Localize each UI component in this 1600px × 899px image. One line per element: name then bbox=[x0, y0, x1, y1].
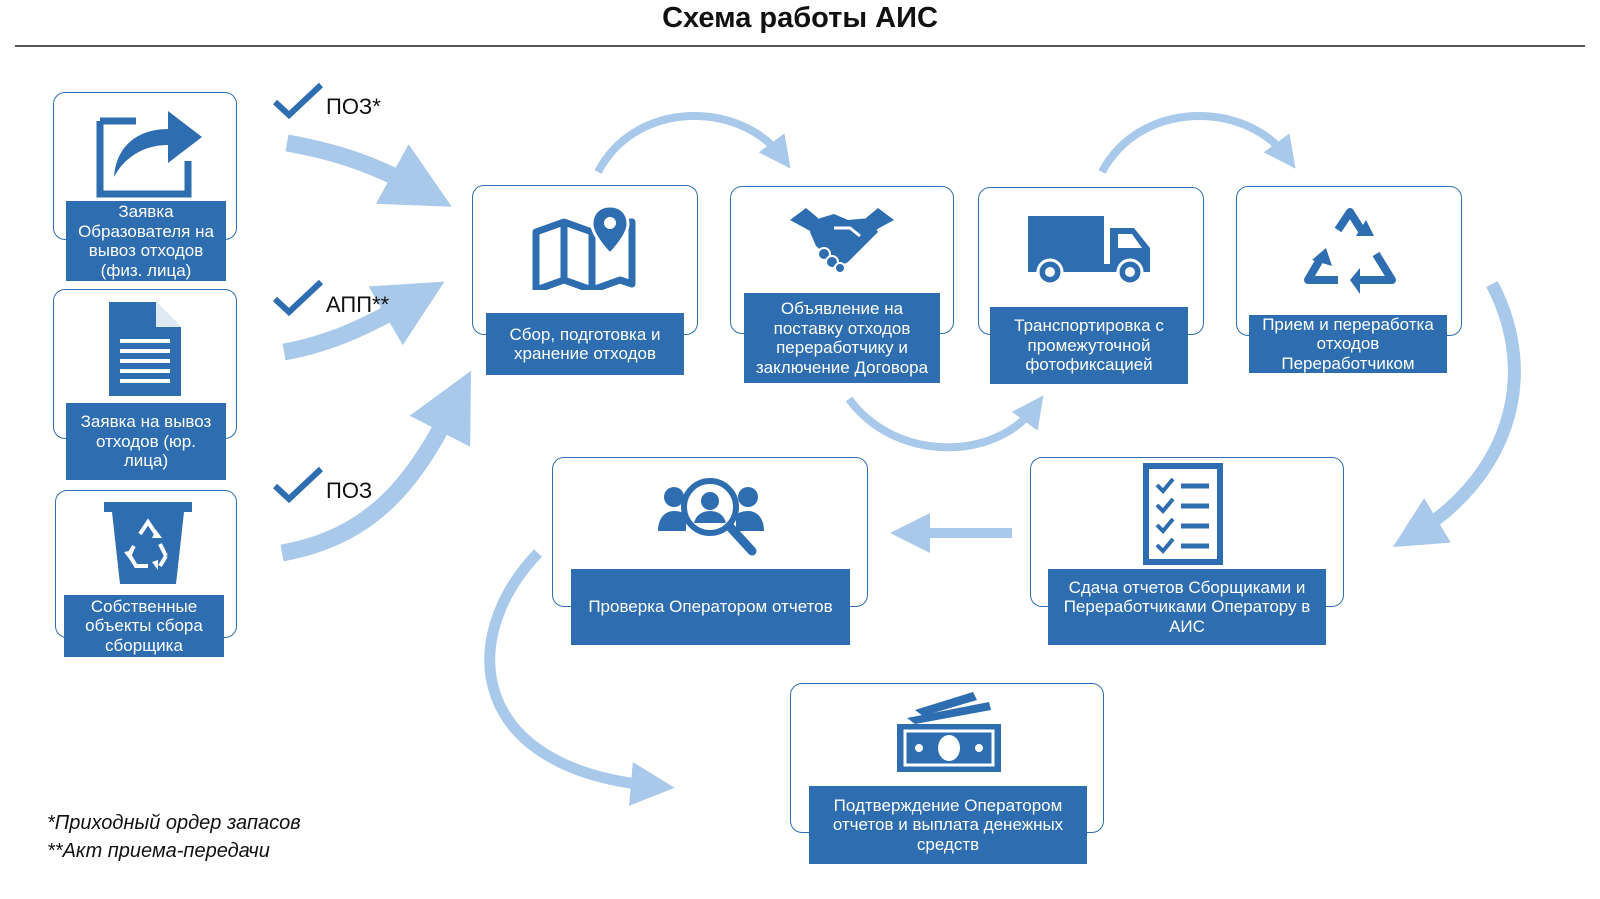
check-icon-3 bbox=[272, 466, 324, 504]
diagram-title: Схема работы АИС bbox=[662, 2, 938, 34]
arrow-check-to-payment bbox=[484, 549, 675, 806]
step-label-payment: Подтверждение Оператором отчетов и выпла… bbox=[809, 786, 1087, 864]
arrow-source1-to-collection bbox=[285, 134, 452, 207]
arrow-step4-to-reports bbox=[1392, 281, 1521, 548]
recycle-bin-icon bbox=[104, 502, 192, 584]
mark-poz: ПОЗ bbox=[326, 478, 373, 503]
recycle-icon bbox=[1304, 208, 1396, 294]
arrow-step2-to-step3 bbox=[845, 395, 1044, 452]
step-label-collection: Сбор, подготовка и хранение отходов bbox=[486, 313, 684, 375]
arrow-source2-to-collection bbox=[282, 281, 445, 361]
check-icon-2 bbox=[272, 279, 324, 317]
checklist-icon bbox=[1143, 463, 1223, 565]
handshake-icon bbox=[790, 208, 894, 274]
source-label-legal: Заявка на вывоз отходов (юр. лица) bbox=[66, 403, 226, 480]
map-pin-icon bbox=[532, 204, 636, 290]
user-search-icon bbox=[658, 478, 764, 556]
truck-icon bbox=[1028, 216, 1150, 286]
source-label-own-objects: Собственные объекты сбора сборщика bbox=[64, 595, 224, 657]
footnote-app: **Акт приема-передачи bbox=[47, 840, 270, 862]
step-label-operator-check: Проверка Оператором отчетов bbox=[571, 569, 850, 645]
share-arrow-icon bbox=[96, 111, 202, 198]
footnote-poz: *Приходный ордер запасов bbox=[47, 812, 301, 834]
arrow-step1-to-step2 bbox=[594, 111, 791, 174]
arrow-source3-to-collection bbox=[280, 370, 471, 562]
mark-app: АПП** bbox=[326, 292, 390, 317]
arrow-step3-to-step4 bbox=[1098, 111, 1296, 174]
check-icon-1 bbox=[272, 82, 324, 120]
mark-poz-star: ПОЗ* bbox=[326, 94, 381, 119]
step-label-announcement: Объявление на поставку отходов переработ… bbox=[744, 293, 940, 383]
source-label-individual: Заявка Образователя на вывоз отходов (фи… bbox=[66, 201, 226, 281]
step-card-collection bbox=[472, 185, 698, 335]
title-divider bbox=[15, 45, 1585, 47]
document-icon bbox=[109, 302, 181, 396]
step-label-transport: Транспортировка с промежуточной фотофикс… bbox=[990, 307, 1188, 384]
money-icon bbox=[897, 692, 1001, 772]
step-label-reports: Сдача отчетов Сборщиками и Переработчика… bbox=[1048, 569, 1326, 645]
step-label-processing: Прием и переработка отходов Переработчик… bbox=[1249, 315, 1447, 373]
